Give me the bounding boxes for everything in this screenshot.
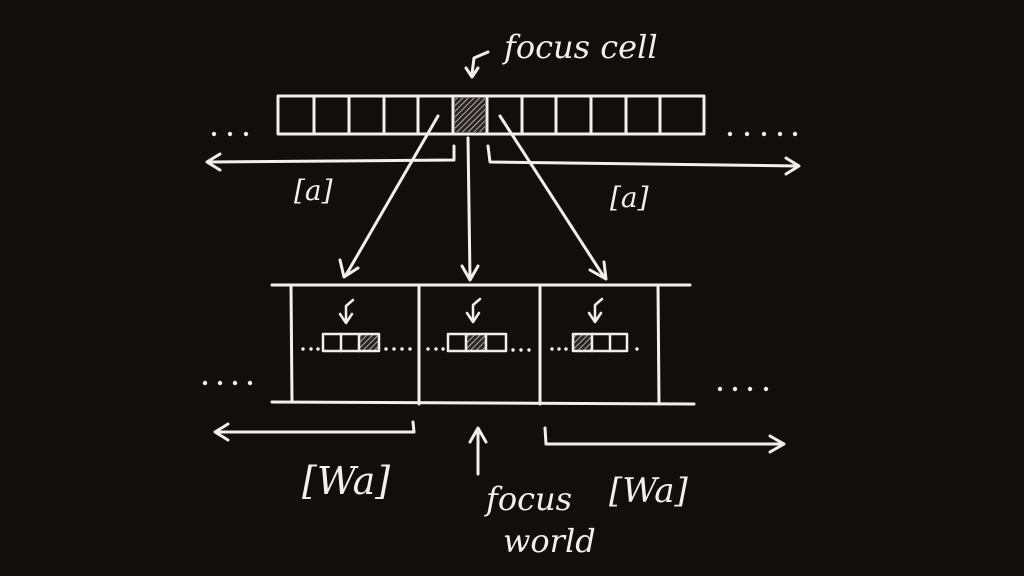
focus-cell	[455, 98, 485, 132]
right-range-label-top: [a]	[610, 181, 649, 214]
world-right-mini-strip	[550, 297, 639, 353]
top-cell-strip	[211, 94, 798, 137]
focus-world-label-line2: world	[503, 522, 596, 560]
focus-cell-label: focus cell	[502, 28, 658, 66]
focus-cell-arrow-icon	[470, 50, 490, 76]
strip-outline	[276, 94, 706, 136]
left-range-arrow-icon	[205, 144, 456, 172]
strip-ellipsis-left	[211, 131, 249, 137]
arrow-to-right-world-icon	[498, 114, 608, 281]
world-focus-mini-strip	[426, 297, 531, 353]
right-world-range-arrow-icon	[543, 426, 786, 454]
arrow-to-left-world-icon	[338, 114, 440, 279]
left-world-range-arrow-icon	[213, 420, 416, 442]
left-range-label-top: [a]	[294, 174, 333, 207]
strip-ellipsis-right	[727, 131, 798, 137]
right-range-arrow-icon	[486, 144, 801, 176]
worlds-ellipsis-right	[717, 386, 769, 392]
worlds-row	[270, 283, 696, 406]
focus-world-arrow-icon	[468, 426, 488, 476]
worlds-ellipsis-left	[202, 380, 253, 386]
arrow-to-focus-world-icon	[460, 136, 480, 282]
right-range-label-bottom: [Wa]	[609, 471, 689, 511]
focus-world-label-line1: focus	[484, 480, 572, 518]
strip-dividers	[312, 94, 662, 136]
mini-down-arrow-icon	[587, 297, 604, 324]
world-left-mini-strip	[301, 298, 412, 353]
focus-cell-arrowhead-icon	[464, 66, 480, 79]
mini-down-arrow-icon	[338, 298, 355, 325]
mini-down-arrow-icon	[465, 297, 482, 324]
left-range-label-bottom: [Wa]	[302, 459, 390, 503]
